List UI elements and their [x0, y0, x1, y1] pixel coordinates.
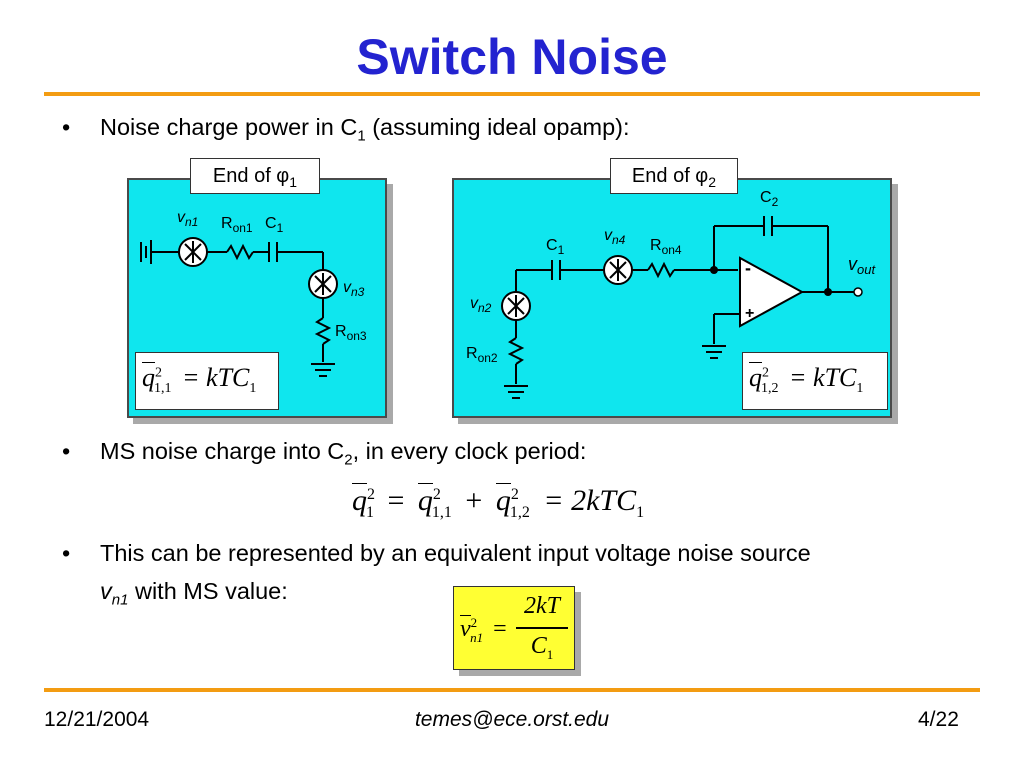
eq-q12-sub: 1,2 — [761, 381, 779, 397]
ms-term-2: q — [417, 483, 433, 517]
ms-term-3-sub: 1,2 — [509, 504, 530, 521]
bullet-1-suffix: (assuming ideal opamp): — [365, 114, 630, 140]
ms-term-1-sup: 2 — [367, 486, 375, 503]
label-vn3: vn3 — [343, 279, 365, 299]
label-ron4: Ron4 — [650, 237, 682, 257]
bullet-text-2: MS noise charge into C2, in every clock … — [100, 438, 586, 469]
eq-q12-rhs-sub: 1 — [856, 381, 864, 397]
footer-date: 12/21/2004 — [44, 708, 150, 731]
label-vn2: vn2 — [470, 295, 492, 315]
ms-term-1-sub: 1 — [366, 504, 374, 521]
bullet-text-3-line-1: This can be represented by an equivalent… — [100, 540, 811, 566]
footer-page-number: 4/22 — [918, 708, 959, 731]
bullet-marker-2: • — [62, 438, 71, 464]
ms-plus: + — [465, 484, 483, 517]
vn1-eq-equals: = — [493, 616, 507, 642]
label-vout: vout — [848, 254, 876, 277]
opamp-minus: - — [745, 258, 751, 278]
ms-term-2-sup: 2 — [432, 486, 441, 503]
vn1-eq-numerator: 2kT — [524, 593, 560, 619]
bullet-1-sub: 1 — [357, 127, 366, 145]
bullet-2-suffix: , in every clock period: — [352, 438, 587, 464]
vn1-eq-den: C — [530, 633, 547, 659]
ms-term-3: q — [495, 483, 511, 517]
ms-noise-equation: q21 = q21,1 + q21,2 = 2kTC1 — [352, 483, 645, 522]
panel-1-equation: q21,1 = kTC1 — [135, 352, 279, 410]
eq-q11-rhs-sub: 1 — [249, 381, 257, 397]
label-ron2: Ron2 — [466, 345, 498, 365]
bottom-rule — [44, 688, 980, 692]
label-vn4: vn4 — [604, 227, 626, 247]
label-vn1: vn1 — [177, 209, 198, 229]
bullet-text-1: Noise charge power in C1 (assuming ideal… — [100, 114, 630, 145]
bullet-3-suffix: with MS value: — [128, 578, 288, 604]
opamp-plus: + — [745, 305, 754, 322]
bullet-marker-1: • — [62, 114, 71, 140]
eq-q12-sup: 2 — [762, 365, 769, 381]
panel-1-label: End of φ1 — [190, 158, 320, 194]
vn1-eq-lhs: v — [460, 615, 471, 642]
ms-term-1: q — [352, 483, 367, 517]
panel-2-circuit: - + C2 C1 vn4 Ron4 vout vn2 Ron2 — [466, 189, 876, 399]
eq-q11-sup: 2 — [155, 365, 162, 381]
slide-title: Switch Noise — [356, 29, 668, 85]
bullet-marker-3: • — [62, 540, 71, 566]
vn1-eq-denominator: C1 — [516, 633, 568, 663]
panel-2-label: End of φ2 — [610, 158, 738, 194]
vn1-equation: v2n1 = 2kT C1 — [453, 586, 575, 670]
label-ron3: Ron3 — [335, 323, 367, 343]
label-c1: C1 — [265, 215, 284, 235]
bullet-2-prefix: MS noise charge into C — [100, 438, 345, 464]
bullet-1-prefix: Noise charge power in C — [100, 114, 358, 140]
vn1-eq-lhs-sup: 2 — [470, 615, 478, 630]
label-c2: C2 — [760, 189, 779, 209]
panel-1-circuit: vn1 Ron1 C1 vn3 Ron3 — [140, 209, 367, 377]
vn1-eq-den-sub: 1 — [546, 646, 554, 662]
ms-eq-1: = — [387, 484, 405, 517]
eq-q12-symbol: q — [749, 362, 762, 392]
ms-eq-2-sub: 1 — [636, 504, 645, 521]
vn1-eq-lhs-sub: n1 — [470, 629, 484, 645]
ms-eq-2: = 2kTC — [543, 484, 637, 517]
eq-q11-symbol: q — [142, 362, 155, 392]
footer-email: temes@ece.orst.edu — [414, 708, 610, 731]
bullet-3-var: v — [100, 578, 112, 604]
eq-q11-sub: 1,1 — [154, 381, 172, 397]
label-ron1: Ron1 — [221, 215, 253, 235]
label-c1-p2: C1 — [546, 237, 565, 257]
bullet-2-sub: 2 — [344, 451, 353, 469]
ms-term-3-sup: 2 — [510, 486, 519, 503]
bullet-3-var-sub: n1 — [111, 591, 129, 609]
top-rule — [44, 92, 980, 96]
eq-q11-rhs: = kTC — [182, 363, 250, 392]
ms-term-2-sub: 1,1 — [431, 504, 452, 521]
bullet-text-3-line-2: vn1 with MS value: — [100, 578, 288, 609]
eq-q12-rhs: = kTC — [789, 363, 857, 392]
vn1-eq-fraction-bar — [516, 627, 568, 629]
panel-2-equation: q21,2 = kTC1 — [742, 352, 888, 410]
